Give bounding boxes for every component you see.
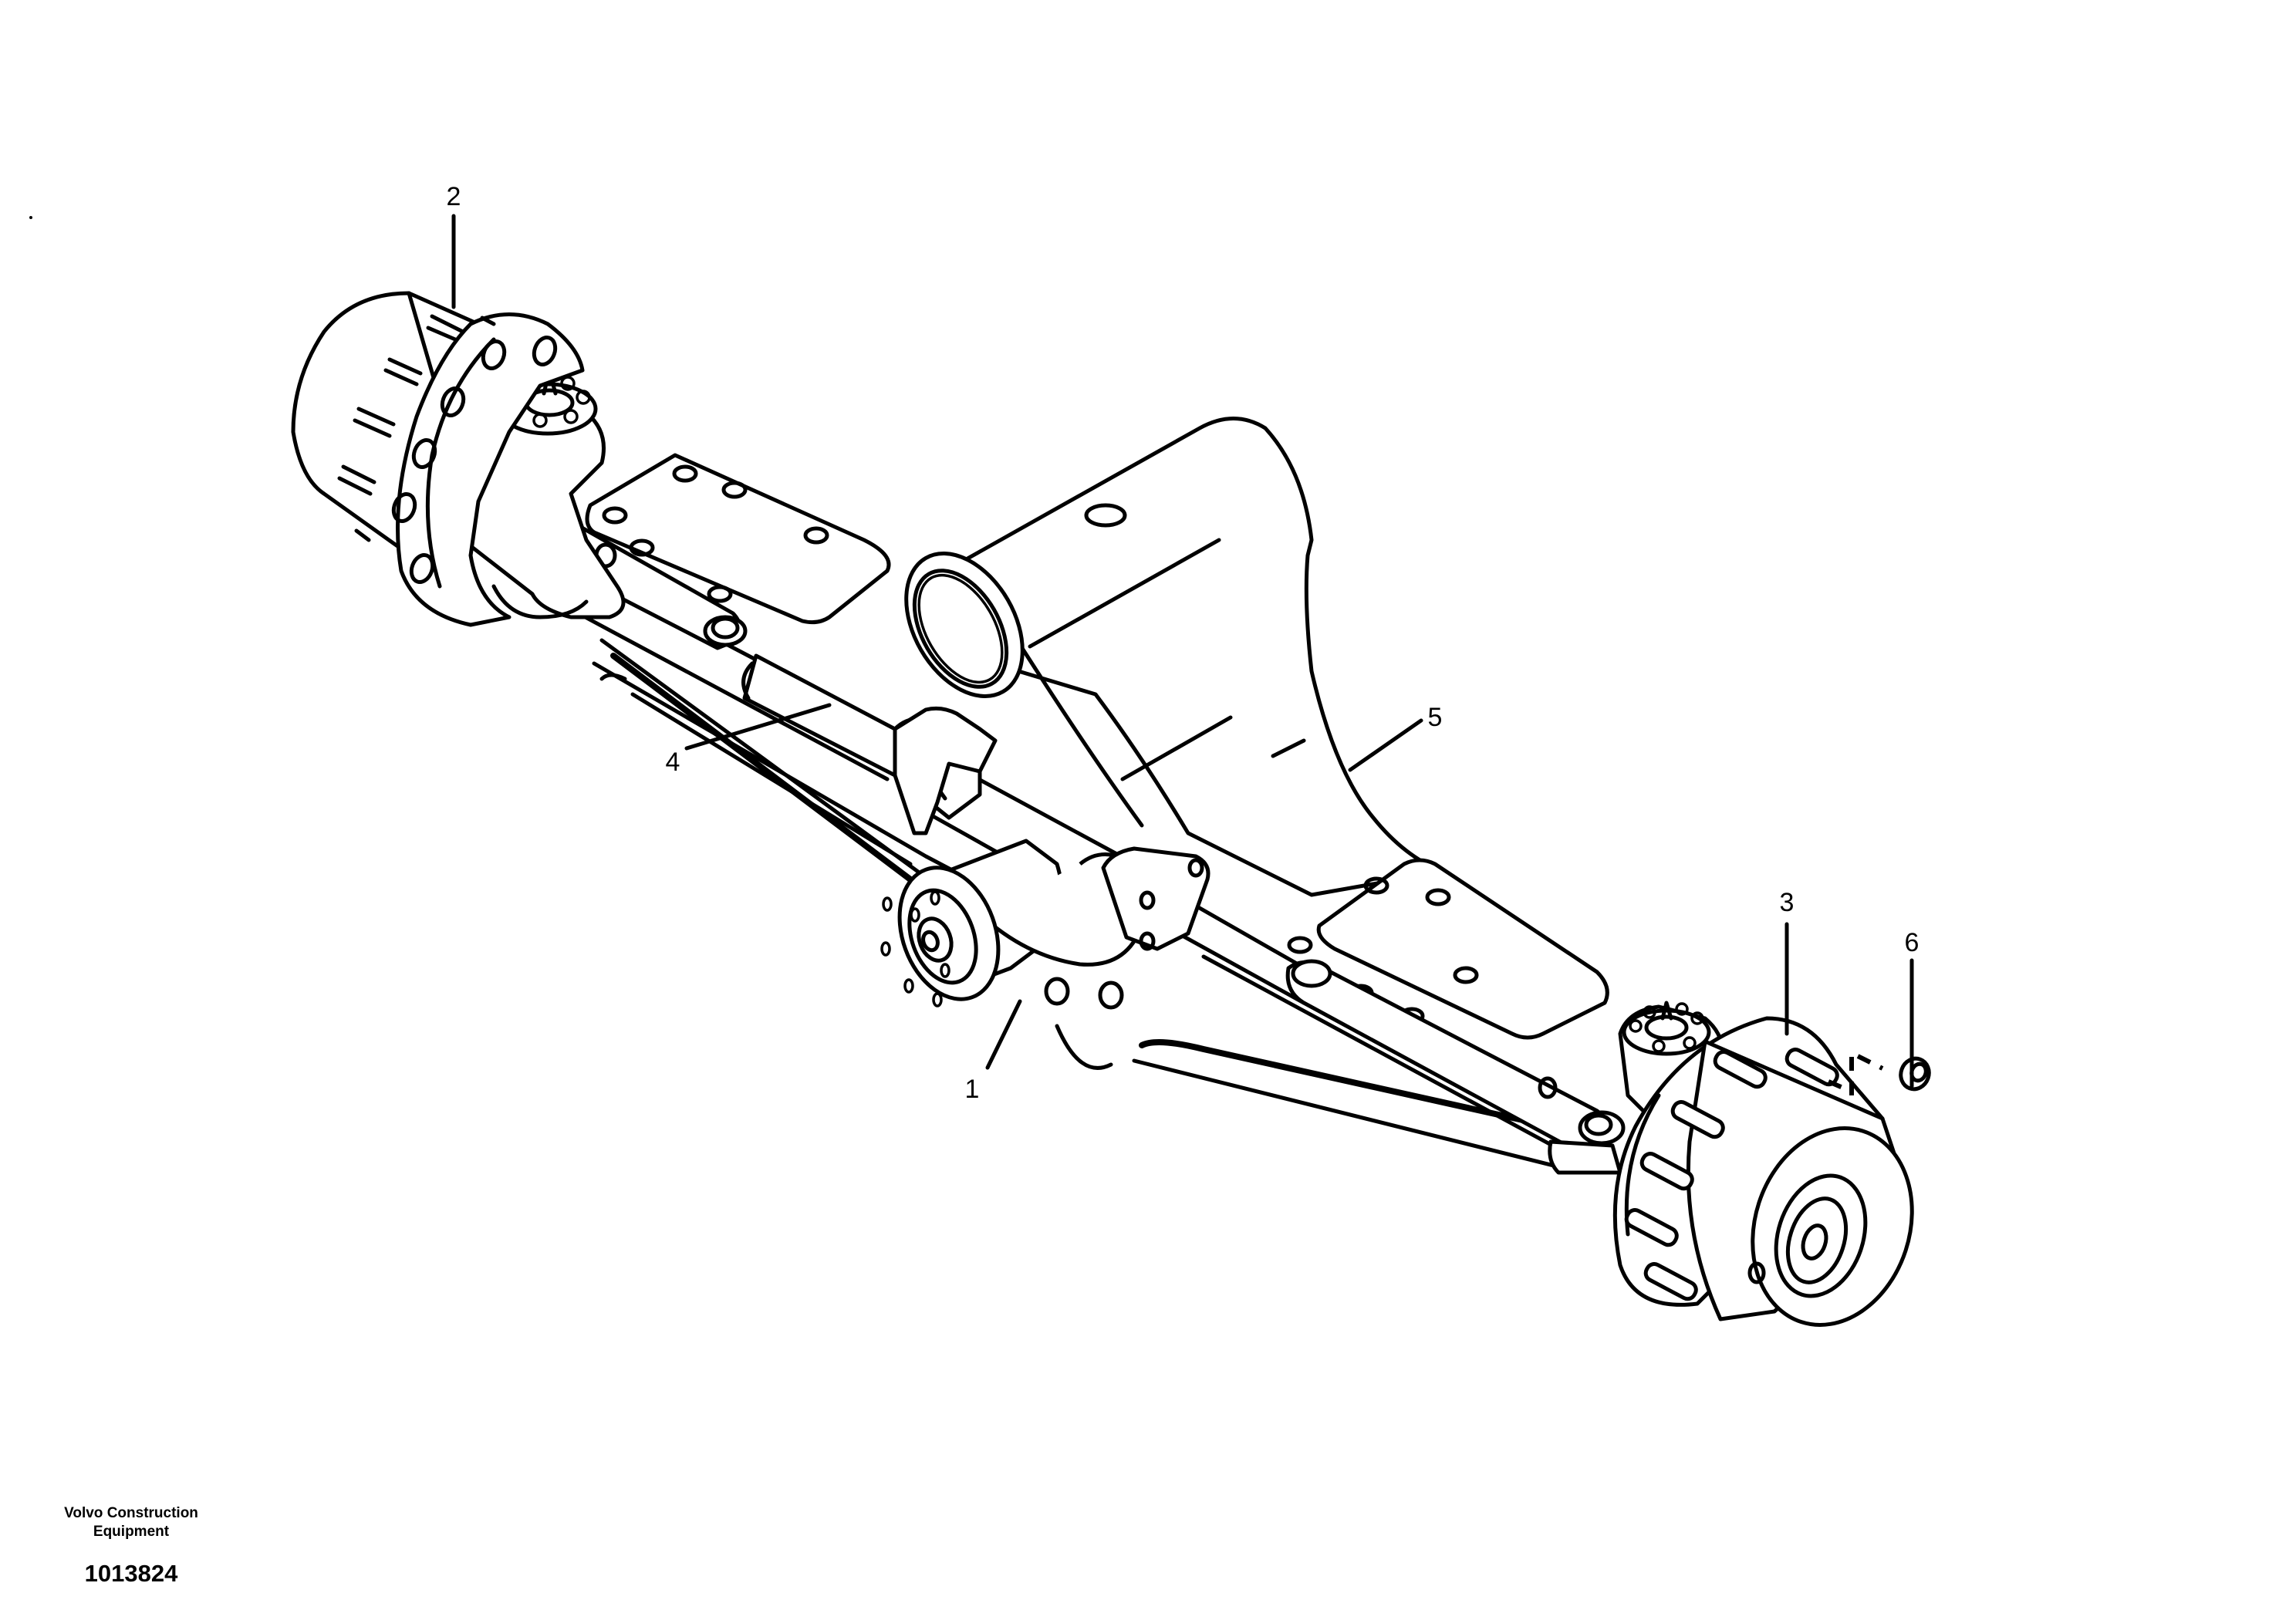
leader-line-1 xyxy=(985,999,1022,1070)
right-tie-rod xyxy=(1285,959,1626,1152)
illustration-number: 1013824 xyxy=(84,1560,178,1587)
right-cover-plate xyxy=(1287,858,1609,1040)
company-name-line1: Volvo Construction xyxy=(64,1505,198,1521)
left-wheel-hub xyxy=(291,291,585,627)
wheel-nut xyxy=(1827,1049,1931,1095)
stray-dot xyxy=(29,216,32,219)
left-hub-studs xyxy=(337,314,496,542)
center-clamp-bracket xyxy=(893,706,1210,951)
leader-line-4 xyxy=(684,703,832,751)
callout-5: 5 xyxy=(1427,703,1443,732)
left-cover-plate xyxy=(585,453,891,625)
right-knuckle xyxy=(1548,1001,1724,1175)
leader-line-5 xyxy=(1348,718,1423,772)
callout-3: 3 xyxy=(1779,888,1795,917)
axle-housing-bracket xyxy=(904,417,1445,897)
callout-4: 4 xyxy=(665,748,680,777)
callout-1: 1 xyxy=(964,1075,980,1104)
callout-2: 2 xyxy=(446,182,461,211)
left-lower-frame xyxy=(599,638,920,883)
right-wheel-hub xyxy=(1612,1016,1914,1327)
callout-6: 6 xyxy=(1904,928,1920,957)
company-name: Volvo Construction Equipment xyxy=(64,1504,198,1541)
right-hub-studs xyxy=(1624,1048,1839,1301)
company-name-line2: Equipment xyxy=(93,1524,170,1540)
callout-leader-lines xyxy=(451,214,1914,1088)
